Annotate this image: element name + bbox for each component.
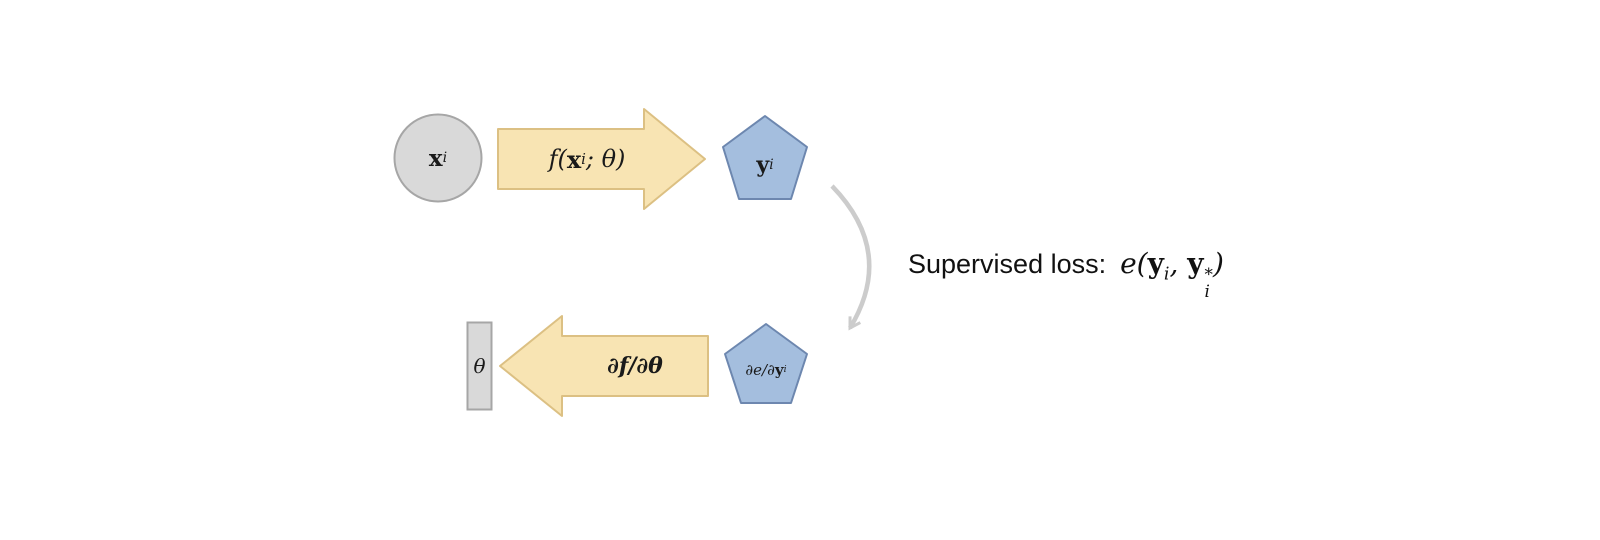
grad-label-y: y <box>774 361 784 379</box>
circle-shape <box>393 113 483 203</box>
theta-node: θ <box>466 321 493 411</box>
loss-expr-sub1: i <box>1163 264 1170 285</box>
loss-expr-post: ) <box>1212 247 1224 280</box>
forward-label-x: x <box>566 144 582 174</box>
loss-expr-y2: y <box>1187 247 1204 280</box>
forward-label-pre: f( <box>548 145 567 173</box>
loss-expr-sub2: i <box>1204 281 1210 302</box>
output-symbol: y <box>756 152 770 178</box>
loss-expr-mid: , <box>1169 247 1188 280</box>
pentagon-icon-small <box>724 323 808 404</box>
backward-label-text: ∂f/∂θ <box>607 353 663 379</box>
theta-symbol: θ <box>473 354 486 378</box>
pentagon-icon <box>722 115 808 200</box>
grad-label-pre: ∂e/∂ <box>745 361 775 379</box>
backward-arrow-label: ∂f/∂θ <box>560 314 710 418</box>
left-arrow-shape <box>499 315 709 417</box>
loss-expression: e(yi, y*i) <box>1120 247 1224 301</box>
supervised-loss-annotation: Supervised loss: e(yi, y*i) <box>908 247 1224 301</box>
curved-arrow-icon <box>830 184 872 331</box>
backward-arrow: ∂f/∂θ <box>498 314 710 418</box>
right-arrow-shape <box>497 108 706 210</box>
left-arrow-icon <box>499 315 709 417</box>
loss-prefix-text: Supervised loss: <box>908 249 1107 279</box>
pentagon-shape <box>722 115 808 200</box>
pentagon-shape-small <box>724 323 808 404</box>
loss-expr-sup2: * <box>1204 263 1213 284</box>
loss-curve-arrow <box>818 180 908 350</box>
theta-node-label: θ <box>466 321 493 411</box>
circle-icon <box>393 113 483 203</box>
loss-expr-supsub: *i <box>1204 263 1213 302</box>
curved-arrow-path <box>830 184 872 331</box>
input-symbol: x <box>428 144 443 172</box>
forward-label-post: ; θ) <box>585 145 626 173</box>
theta-rect <box>466 321 493 411</box>
right-arrow-icon <box>497 108 706 210</box>
loss-expr-y1: y <box>1147 247 1164 280</box>
loss-expr-pre: e( <box>1120 247 1148 280</box>
rect-shape <box>466 321 493 411</box>
